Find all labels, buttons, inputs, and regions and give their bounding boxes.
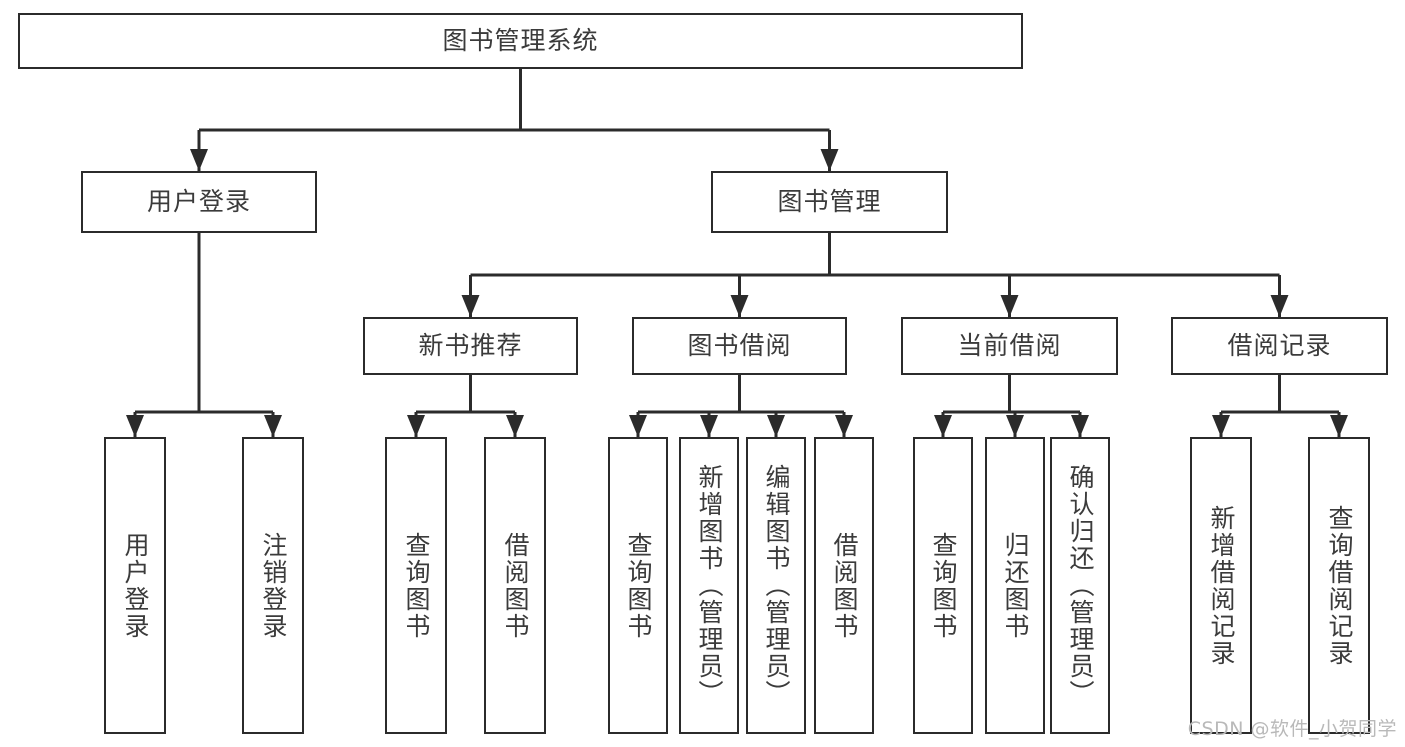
- node-user-login-label: 用户登录: [146, 187, 251, 217]
- node-leaf-query-book-recommend-label: 查询图书: [402, 531, 431, 640]
- node-leaf-query-record[interactable]: 查询借阅记录: [1308, 437, 1370, 734]
- node-leaf-query-book-borrow-label: 查询图书: [624, 531, 653, 640]
- node-leaf-user-login[interactable]: 用户登录: [104, 437, 166, 734]
- node-new-book-recommend[interactable]: 新书推荐: [363, 317, 578, 375]
- node-leaf-add-record[interactable]: 新增借阅记录: [1190, 437, 1252, 734]
- node-leaf-user-logout-label: 注销登录: [259, 531, 288, 640]
- node-leaf-edit-book-label: 编辑图书（管理员）: [762, 464, 791, 707]
- node-borrow-record[interactable]: 借阅记录: [1171, 317, 1388, 375]
- node-leaf-return-book-label: 归还图书: [1001, 531, 1030, 640]
- node-leaf-query-book-current[interactable]: 查询图书: [913, 437, 973, 734]
- node-user-login[interactable]: 用户登录: [81, 171, 317, 233]
- node-leaf-query-book-recommend[interactable]: 查询图书: [385, 437, 447, 734]
- node-leaf-add-book[interactable]: 新增图书（管理员）: [679, 437, 739, 734]
- node-new-book-recommend-label: 新书推荐: [418, 331, 523, 361]
- node-root[interactable]: 图书管理系统: [18, 13, 1023, 69]
- node-current-borrow-label: 当前借阅: [957, 331, 1062, 361]
- node-leaf-borrow-book-recommend[interactable]: 借阅图书: [484, 437, 546, 734]
- node-book-manage[interactable]: 图书管理: [711, 171, 948, 233]
- node-leaf-borrow-book-label: 借阅图书: [830, 531, 859, 640]
- node-leaf-query-book-borrow[interactable]: 查询图书: [608, 437, 668, 734]
- node-leaf-borrow-book[interactable]: 借阅图书: [814, 437, 874, 734]
- node-leaf-confirm-return[interactable]: 确认归还（管理员）: [1050, 437, 1110, 734]
- node-leaf-user-login-label: 用户登录: [121, 531, 150, 640]
- node-book-borrow[interactable]: 图书借阅: [632, 317, 847, 375]
- node-leaf-user-logout[interactable]: 注销登录: [242, 437, 304, 734]
- node-leaf-edit-book[interactable]: 编辑图书（管理员）: [746, 437, 806, 734]
- node-leaf-return-book[interactable]: 归还图书: [985, 437, 1045, 734]
- node-borrow-record-label: 借阅记录: [1227, 331, 1332, 361]
- node-leaf-borrow-book-recommend-label: 借阅图书: [501, 531, 530, 640]
- node-book-manage-label: 图书管理: [777, 187, 882, 217]
- node-leaf-query-book-current-label: 查询图书: [929, 531, 958, 640]
- node-leaf-add-record-label: 新增借阅记录: [1207, 504, 1236, 667]
- node-leaf-query-record-label: 查询借阅记录: [1325, 504, 1354, 667]
- node-current-borrow[interactable]: 当前借阅: [901, 317, 1118, 375]
- node-book-borrow-label: 图书借阅: [687, 331, 792, 361]
- node-root-label: 图书管理系统: [442, 26, 599, 56]
- node-leaf-add-book-label: 新增图书（管理员）: [695, 464, 724, 707]
- node-leaf-confirm-return-label: 确认归还（管理员）: [1066, 464, 1095, 707]
